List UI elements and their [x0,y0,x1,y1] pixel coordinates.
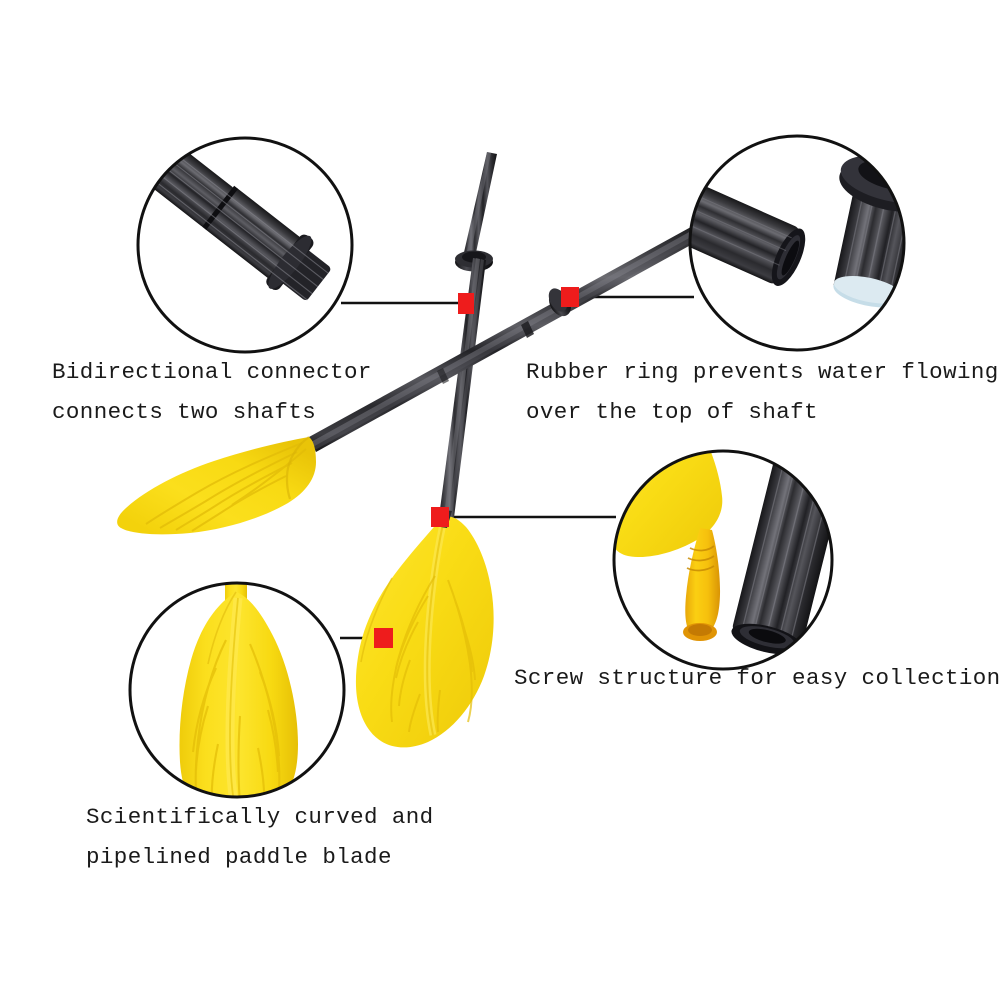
caption-line-2: pipelined paddle blade [86,844,392,870]
caption-line-1: Bidirectional connector [52,359,372,385]
caption-line-2: over the top of shaft [526,399,818,425]
diagonal-shaft [309,222,707,452]
caption-paddle-blade: Scientifically curved and pipelined paddl… [86,797,434,877]
callout-circle-connector [136,136,354,354]
caption-line-1: Rubber ring prevents water flowing [526,359,999,385]
marker-connector [458,293,474,314]
callout-circle-screw [612,449,834,671]
right-paddle-blade [355,516,494,748]
caption-line-2: connects two shafts [52,399,317,425]
marker-screw [431,507,449,527]
callout-circle-blade [128,581,346,799]
upper-shaft-section [462,152,497,262]
paddle-assembly [117,152,707,748]
caption-bidirectional-connector: Bidirectional connector connects two shaf… [52,352,372,432]
caption-rubber-ring: Rubber ring prevents water flowing over t… [526,352,999,432]
callout-circle-rubber-ring [688,134,906,352]
marker-rubber-ring [561,287,579,307]
feature-markers [374,287,579,648]
caption-line-1: Screw structure for easy collection [514,665,1000,691]
marker-blade [374,628,393,648]
left-paddle-blade [117,436,316,535]
vertical-shaft [437,258,486,534]
caption-screw-structure: Screw structure for easy collection [514,658,1000,698]
caption-line-1: Scientifically curved and [86,804,434,830]
